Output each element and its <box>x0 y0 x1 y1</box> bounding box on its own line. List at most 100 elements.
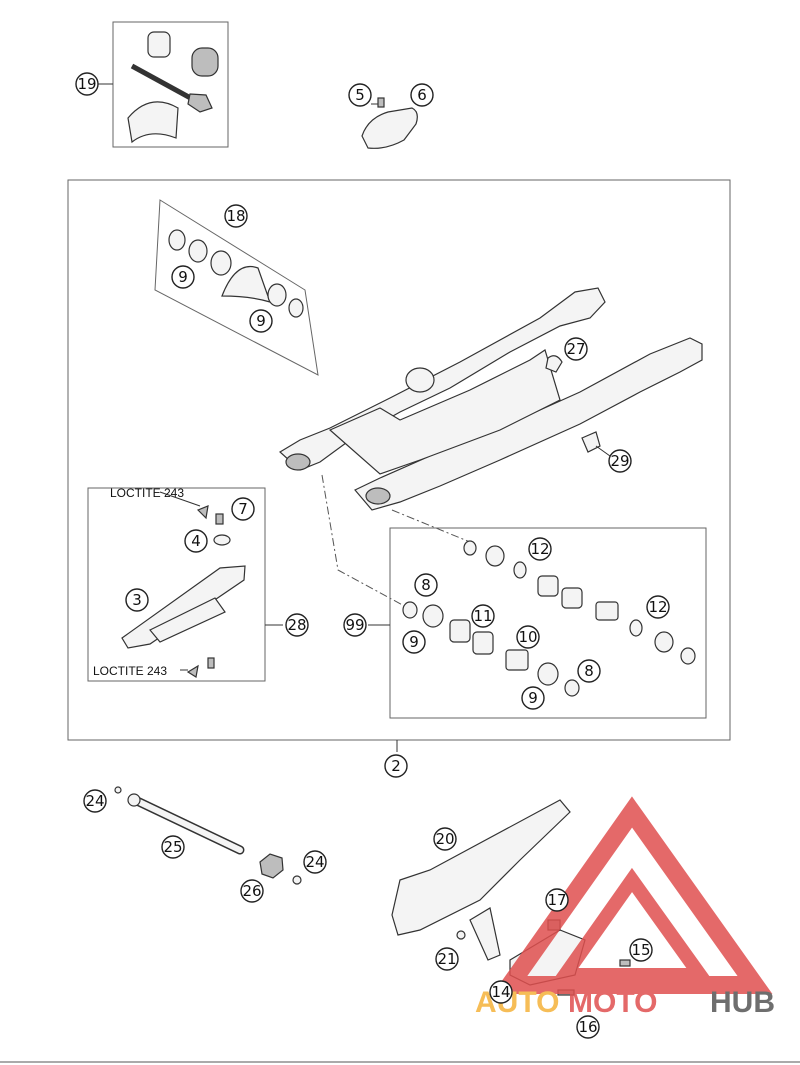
bearing-cap-1 <box>168 229 186 251</box>
loctite-drop-1 <box>196 505 209 520</box>
watermark-moto: MOTO <box>568 986 657 1019</box>
callout-9-b: 9 <box>249 309 273 333</box>
svg-text:9: 9 <box>528 689 538 707</box>
bolt-kit-group <box>98 21 229 148</box>
pivot-bore-right <box>365 487 391 505</box>
svg-text:99: 99 <box>345 616 364 634</box>
bearing-12a <box>537 575 559 597</box>
callout-25: 25 <box>161 835 185 859</box>
svg-text:24: 24 <box>85 792 104 810</box>
callout-14: 14 <box>489 980 513 1004</box>
slider-screw <box>207 657 215 669</box>
callout-18: 18 <box>224 204 248 228</box>
long-bolt <box>130 63 198 104</box>
cap-8-right <box>564 679 580 697</box>
clamp-screw <box>377 97 385 108</box>
svg-text:12: 12 <box>648 598 667 616</box>
callout-19: 19 <box>75 72 99 96</box>
callout-29: 29 <box>608 449 632 473</box>
bracket-29 <box>581 431 601 453</box>
axle-group <box>114 786 302 885</box>
callout-5: 5 <box>348 83 372 107</box>
bearing-set-group <box>154 199 319 376</box>
svg-text:27: 27 <box>566 340 585 358</box>
chain-slider-inner <box>149 597 226 643</box>
callout-6: 6 <box>410 83 434 107</box>
axle-nut <box>259 853 284 879</box>
sleeve-12 <box>595 601 619 621</box>
swingarm-assembly-frame <box>67 179 731 741</box>
bearing-sleeve <box>210 250 232 276</box>
chain-guard-bracket <box>469 907 501 961</box>
svg-text:18: 18 <box>226 207 245 225</box>
svg-text:8: 8 <box>584 662 594 680</box>
callout-12-a: 12 <box>528 537 552 561</box>
svg-text:29: 29 <box>610 452 629 470</box>
washer-24-left <box>114 786 122 794</box>
swingarm-cross-member <box>328 349 561 475</box>
svg-text:5: 5 <box>355 86 365 104</box>
watermark-triangle-outer <box>492 796 773 994</box>
bolt-nut <box>191 47 219 77</box>
svg-text:24: 24 <box>305 853 324 871</box>
cap-8-left <box>402 601 418 619</box>
callout-99: 99 <box>343 613 367 637</box>
screw-7 <box>215 513 224 525</box>
callout-9-a: 9 <box>171 265 195 289</box>
svg-text:28: 28 <box>287 616 306 634</box>
svg-text:11: 11 <box>473 607 492 625</box>
sleeve-10 <box>505 649 529 671</box>
bearing-12b <box>561 587 583 609</box>
half-shell <box>127 101 179 144</box>
svg-text:9: 9 <box>178 268 188 286</box>
pivot-centerline-1 <box>321 474 409 609</box>
callout-4: 4 <box>184 529 208 553</box>
washer-24-right <box>292 875 302 885</box>
callout-15: 15 <box>629 938 653 962</box>
axle-bushing-27 <box>545 355 563 373</box>
chain-slider-frame <box>87 487 266 682</box>
callout-9-c: 9 <box>402 630 426 654</box>
pivot-bore-left <box>285 453 311 471</box>
seal-12a <box>485 545 505 567</box>
seal-9-right <box>537 662 559 686</box>
callout-24-a: 24 <box>83 789 107 813</box>
callout-26: 26 <box>240 879 264 903</box>
svg-text:9: 9 <box>256 312 266 330</box>
loctite-drop-2 <box>186 664 199 678</box>
automotohub-watermark: AUTO MOTO HUB <box>475 796 775 1019</box>
callout-24-b: 24 <box>303 850 327 874</box>
svg-text:17: 17 <box>547 891 566 909</box>
callout-28: 28 <box>285 613 309 637</box>
chain-guard-group <box>391 799 631 996</box>
washer-21 <box>456 930 466 940</box>
clamp-bracket <box>361 107 418 149</box>
svg-text:15: 15 <box>631 941 650 959</box>
watermark-auto: AUTO <box>475 986 559 1019</box>
callout-17: 17 <box>545 888 569 912</box>
washer-4 <box>213 534 231 546</box>
callout-27: 27 <box>564 337 588 361</box>
pivot-bearing-kit <box>368 527 707 719</box>
seal-12b <box>654 631 674 653</box>
chain-slider <box>121 565 246 649</box>
watermark-triangle-inner <box>551 867 714 982</box>
callout-7: 7 <box>231 497 255 521</box>
svg-text:19: 19 <box>77 75 96 93</box>
bearing-cap-2 <box>288 298 304 318</box>
screw-15 <box>619 959 631 967</box>
cap-12a <box>463 540 477 556</box>
svg-text:20: 20 <box>435 830 454 848</box>
svg-text:6: 6 <box>417 86 427 104</box>
svg-text:12: 12 <box>530 540 549 558</box>
chain-clamp-group <box>361 97 418 149</box>
axle-head <box>127 793 141 807</box>
callout-2: 2 <box>384 754 408 778</box>
svg-text:9: 9 <box>409 633 419 651</box>
ring-12b <box>629 619 643 637</box>
spacer-sleeve <box>147 31 171 58</box>
shock-mount <box>405 367 435 393</box>
swingarm-body <box>278 287 703 511</box>
chain-slider-group <box>87 487 283 682</box>
